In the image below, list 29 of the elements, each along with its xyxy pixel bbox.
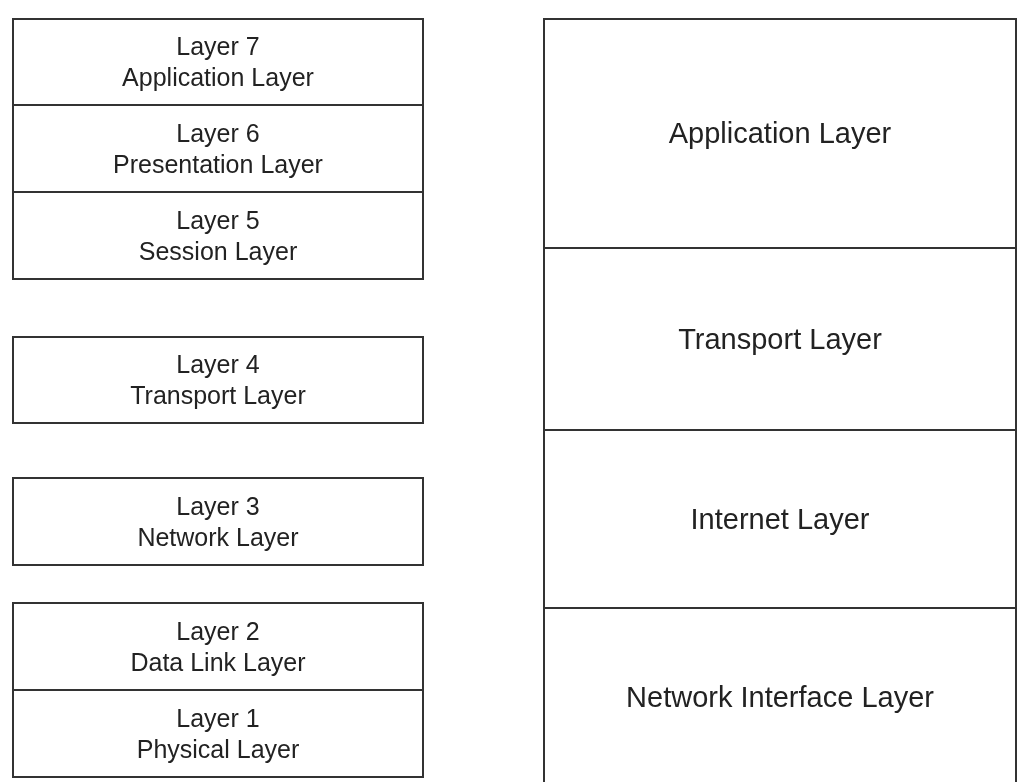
layer-label: Layer 1 <box>176 702 260 734</box>
layer-label: Session Layer <box>138 235 298 267</box>
layer-label: Presentation Layer <box>113 148 323 180</box>
layer-label: Transport Layer <box>130 380 306 411</box>
layer-label: Physical Layer <box>136 733 300 765</box>
layer-label: Layer 5 <box>176 204 260 236</box>
layer-label: Transport Layer <box>678 321 882 357</box>
layer-label: Layer 4 <box>176 349 260 380</box>
layer-box <box>543 18 1017 249</box>
layer-box <box>12 18 424 106</box>
layer-box <box>12 191 424 280</box>
layer-label: Application Layer <box>668 116 892 151</box>
layer-box <box>543 247 1017 431</box>
layer-label: Layer 2 <box>176 615 260 647</box>
layer-box <box>12 689 424 778</box>
layer-box <box>12 602 424 691</box>
layer-label: Data Link Layer <box>130 646 306 678</box>
layer-label: Internet Layer <box>690 501 870 537</box>
layer-label: Layer 6 <box>176 117 260 149</box>
layer-box <box>543 607 1017 782</box>
layer-label: Layer 3 <box>176 490 260 522</box>
layer-box <box>543 429 1017 609</box>
layer-label: Layer 7 <box>176 31 260 62</box>
layer-label: Application Layer <box>122 62 314 93</box>
layer-label: Network Layer <box>137 521 299 553</box>
layer-box <box>12 336 424 424</box>
layer-box <box>12 477 424 566</box>
layer-box <box>12 104 424 193</box>
layer-label: Network Interface Layer <box>626 679 934 715</box>
